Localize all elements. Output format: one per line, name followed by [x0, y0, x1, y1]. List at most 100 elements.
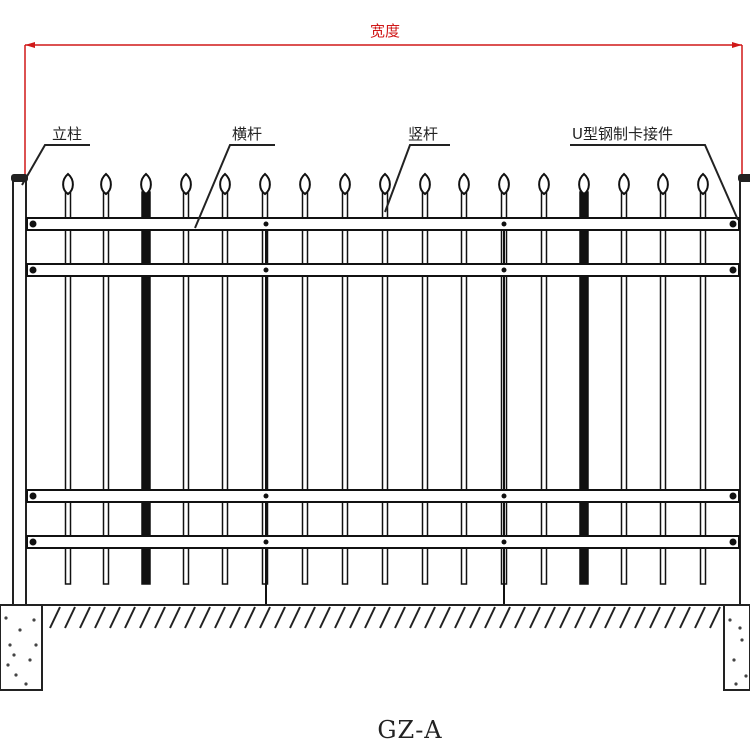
hatch-line — [469, 606, 481, 629]
connector-leader — [570, 144, 739, 221]
picket — [620, 191, 628, 585]
u-connector — [29, 492, 37, 500]
rail-joint — [501, 493, 507, 499]
rail-joint — [501, 539, 507, 545]
hatch-line — [199, 606, 211, 629]
hatch-line — [439, 606, 451, 629]
hatch-line — [694, 606, 706, 629]
u-connector — [729, 538, 737, 546]
post-leader — [21, 144, 90, 186]
concrete-dot — [14, 673, 18, 677]
rail-joint — [501, 267, 507, 273]
concrete-dot — [6, 663, 10, 667]
hatch-line — [379, 606, 391, 629]
hatch-line — [454, 606, 466, 629]
u-connector — [729, 266, 737, 274]
horizontal-rail — [26, 263, 740, 277]
hatch-line — [154, 606, 166, 629]
right-post-cap — [738, 174, 750, 182]
concrete-dot — [740, 638, 744, 642]
rail-joint — [263, 493, 269, 499]
post-label: 立柱 — [52, 125, 82, 143]
picket — [659, 191, 667, 585]
hatch-line — [409, 606, 421, 629]
concrete-dot — [734, 682, 738, 686]
hatch-line — [574, 606, 586, 629]
concrete-dot — [744, 674, 748, 678]
hatch-line — [529, 606, 541, 629]
picket-spear-tip — [100, 172, 112, 196]
hatch-line — [619, 606, 631, 629]
concrete-dot — [34, 643, 38, 647]
hatch-line — [64, 606, 76, 629]
hatch-line — [364, 606, 376, 629]
picket-spear-tip — [339, 172, 351, 196]
hatch-line — [139, 606, 151, 629]
rail-label: 横杆 — [232, 125, 262, 143]
picket — [699, 191, 707, 585]
caption: GZ-A — [377, 716, 442, 744]
dimension-right-arrow — [732, 42, 742, 48]
picket — [421, 191, 429, 585]
hatch-line — [559, 606, 571, 629]
hatch-line — [484, 606, 496, 629]
concrete-dot — [732, 658, 736, 662]
rails — [26, 217, 740, 549]
hatch-line — [664, 606, 676, 629]
picket-leader — [384, 144, 450, 213]
ground — [0, 604, 750, 691]
concrete-dot — [738, 626, 742, 630]
u-connector — [729, 220, 737, 228]
hatch-line — [109, 606, 121, 629]
connector-label: U型钢制卡接件 — [572, 125, 673, 143]
picket-spear-tip — [498, 172, 510, 196]
picket-spear-tip — [140, 172, 152, 196]
hatch-line — [169, 606, 181, 629]
picket-spear-tip — [62, 172, 74, 196]
horizontal-rail — [26, 217, 740, 231]
u-connector — [29, 266, 37, 274]
ground-hatching — [49, 606, 721, 629]
hatch-line — [124, 606, 136, 629]
hatch-line — [514, 606, 526, 629]
picket-spear-tip — [458, 172, 470, 196]
picket-spear-tip — [180, 172, 192, 196]
concrete-dot — [12, 653, 16, 657]
picket — [102, 191, 110, 585]
picket — [301, 191, 309, 585]
picket — [182, 191, 190, 585]
hatch-line — [589, 606, 601, 629]
horizontal-rail — [26, 489, 740, 503]
annotations: 立柱 横杆 竖杆 U型钢制卡接件 — [21, 125, 739, 229]
hatch-line — [274, 606, 286, 629]
picket — [579, 191, 589, 585]
concrete-dot — [728, 618, 732, 622]
picket-spear-tip — [379, 172, 391, 196]
hatch-line — [304, 606, 316, 629]
dimension-left-arrow — [25, 42, 35, 48]
rail-joint — [263, 221, 269, 227]
hatch-line — [229, 606, 241, 629]
picket — [141, 191, 151, 585]
picket — [381, 191, 389, 585]
hatch-line — [319, 606, 331, 629]
picket-spear-tip — [259, 172, 271, 196]
hatch-line — [649, 606, 661, 629]
u-connector — [29, 220, 37, 228]
concrete-dot — [8, 643, 12, 647]
picket — [64, 191, 72, 585]
picket-spear-tip — [299, 172, 311, 196]
rail-joint — [501, 221, 507, 227]
picket-label: 竖杆 — [408, 125, 438, 143]
u-connector — [29, 538, 37, 546]
width-dimension: 宽度 — [24, 22, 743, 175]
picket — [221, 191, 229, 585]
hatch-line — [709, 606, 721, 629]
concrete-dot — [24, 682, 28, 686]
hatch-line — [349, 606, 361, 629]
hatch-line — [49, 606, 61, 629]
hatch-line — [94, 606, 106, 629]
right-footing — [723, 604, 750, 691]
concrete-dot — [18, 628, 22, 632]
